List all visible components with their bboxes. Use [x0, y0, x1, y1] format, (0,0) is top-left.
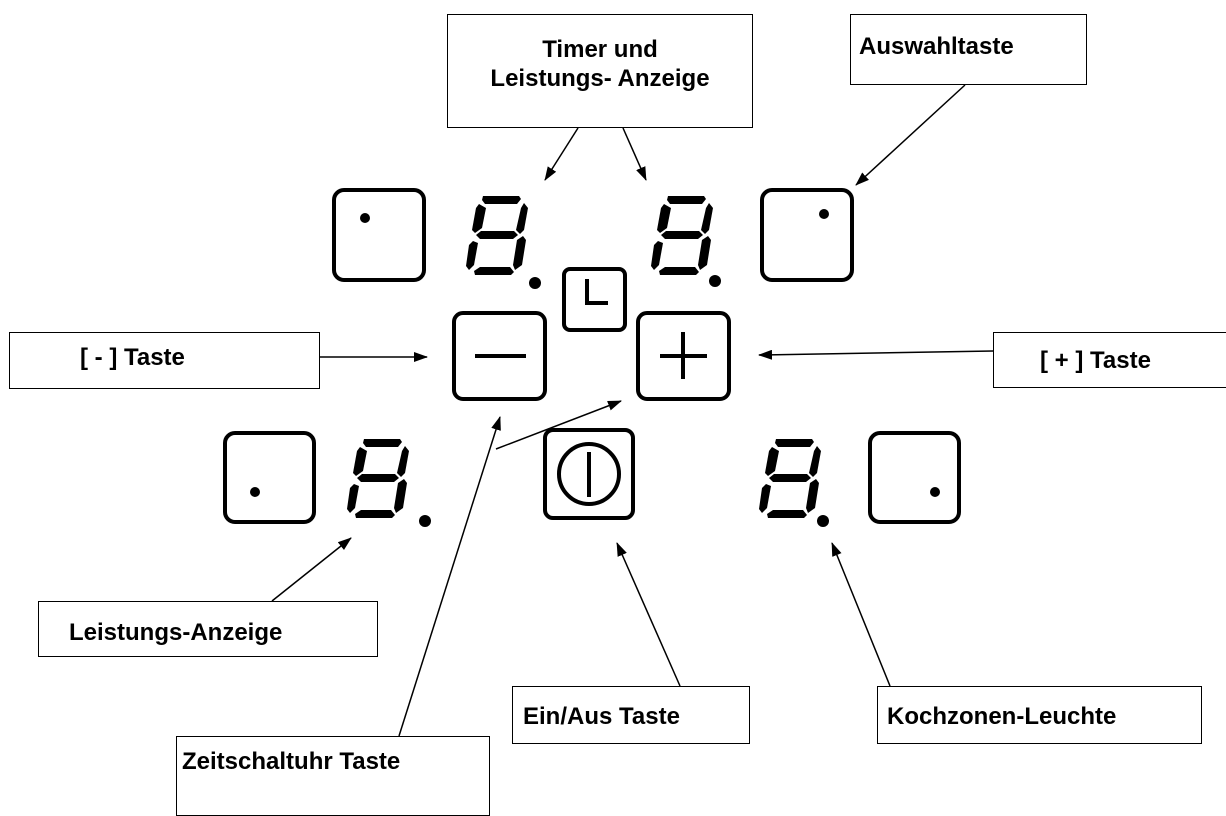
label-minus-taste: [ - ] Taste — [9, 332, 320, 389]
decimal-dot — [419, 515, 431, 527]
arrow-zeitschaltuhr-minus — [398, 416, 501, 737]
arrow-leistungs-anzeige — [271, 537, 352, 602]
zone-indicator-dot — [360, 213, 370, 223]
power-icon — [557, 442, 621, 506]
timer-clock-icon — [585, 279, 608, 305]
arrow-auswahltaste — [855, 84, 966, 186]
timer-clock-button[interactable] — [562, 267, 627, 332]
arrow-ein-aus — [616, 542, 681, 687]
arrow-zeitschaltuhr-plus — [495, 400, 622, 450]
label-leistungs-anzeige: Leistungs-Anzeige — [38, 601, 378, 657]
minus-button[interactable] — [452, 311, 547, 401]
arrow-kochzonen-leuchte — [831, 542, 891, 687]
label-kochzonen-leuchte: Kochzonen-Leuchte — [877, 686, 1202, 744]
label-timer-leistungs-anzeige: Timer und Leistungs- Anzeige — [447, 14, 753, 128]
label-plus-taste: [ + ] Taste — [993, 332, 1226, 388]
label-timer-line2: Leistungs- Anzeige — [490, 65, 710, 92]
label-timer-line1: Timer und — [542, 36, 658, 64]
zone-indicator-dot — [930, 487, 940, 497]
digit-display-top-left — [466, 196, 541, 289]
decimal-dot — [709, 275, 721, 287]
zone-indicator-dot — [819, 209, 829, 219]
plus-icon — [660, 332, 707, 379]
zone-indicator-dot — [250, 487, 260, 497]
zone-select-button-top-right[interactable] — [760, 188, 854, 282]
label-auswahltaste: Auswahltaste — [850, 14, 1087, 85]
arrow-plus — [758, 349, 994, 360]
zone-select-button-bottom-right[interactable] — [868, 431, 961, 524]
power-button[interactable] — [543, 428, 635, 520]
label-zeitschaltuhr-taste: Zeitschaltuhr Taste — [176, 736, 490, 816]
arrow-timer-right — [622, 127, 647, 181]
arrow-timer-left — [544, 127, 579, 181]
digit-display-bottom-left — [347, 439, 431, 527]
decimal-dot — [529, 277, 541, 289]
decimal-dot — [817, 515, 829, 527]
zone-select-button-top-left[interactable] — [332, 188, 426, 282]
callout-arrows — [271, 84, 994, 737]
label-ein-aus-taste: Ein/Aus Taste — [512, 686, 750, 744]
plus-button[interactable] — [636, 311, 731, 401]
digit-display-bottom-right — [759, 439, 829, 527]
zone-select-button-bottom-left[interactable] — [223, 431, 316, 524]
digit-display-top-right — [651, 196, 721, 287]
